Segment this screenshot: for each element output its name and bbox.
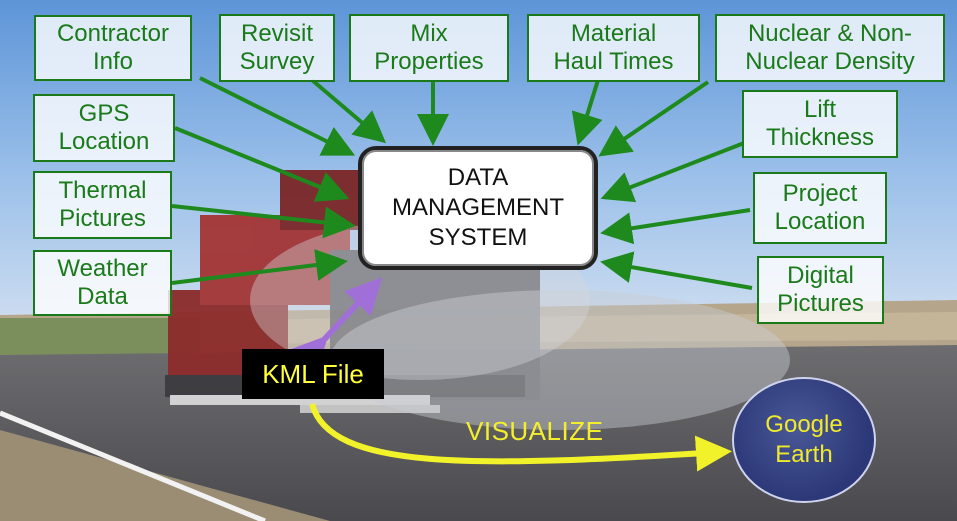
- contractor-info-box: Contractor Info: [34, 15, 192, 81]
- google-earth-circle: Google Earth: [732, 377, 876, 503]
- digital-pictures-box: Digital Pictures: [757, 256, 884, 324]
- material-haul-times-box: Material Haul Times: [527, 14, 700, 82]
- lift-thickness-box: Lift Thickness: [742, 90, 898, 158]
- nuclear-density-box: Nuclear & Non- Nuclear Density: [715, 14, 945, 82]
- data-management-system-box: DATA MANAGEMENT SYSTEM: [358, 146, 598, 270]
- revisit-survey-box: Revisit Survey: [219, 14, 335, 82]
- weather-data-box: Weather Data: [33, 250, 172, 316]
- visualize-label: VISUALIZE: [466, 416, 604, 446]
- mix-properties-box: Mix Properties: [349, 14, 509, 82]
- kml-file-label: KML File: [242, 349, 384, 399]
- thermal-pictures-box: Thermal Pictures: [33, 171, 172, 239]
- project-location-box: Project Location: [753, 172, 887, 244]
- gps-location-box: GPS Location: [33, 94, 175, 162]
